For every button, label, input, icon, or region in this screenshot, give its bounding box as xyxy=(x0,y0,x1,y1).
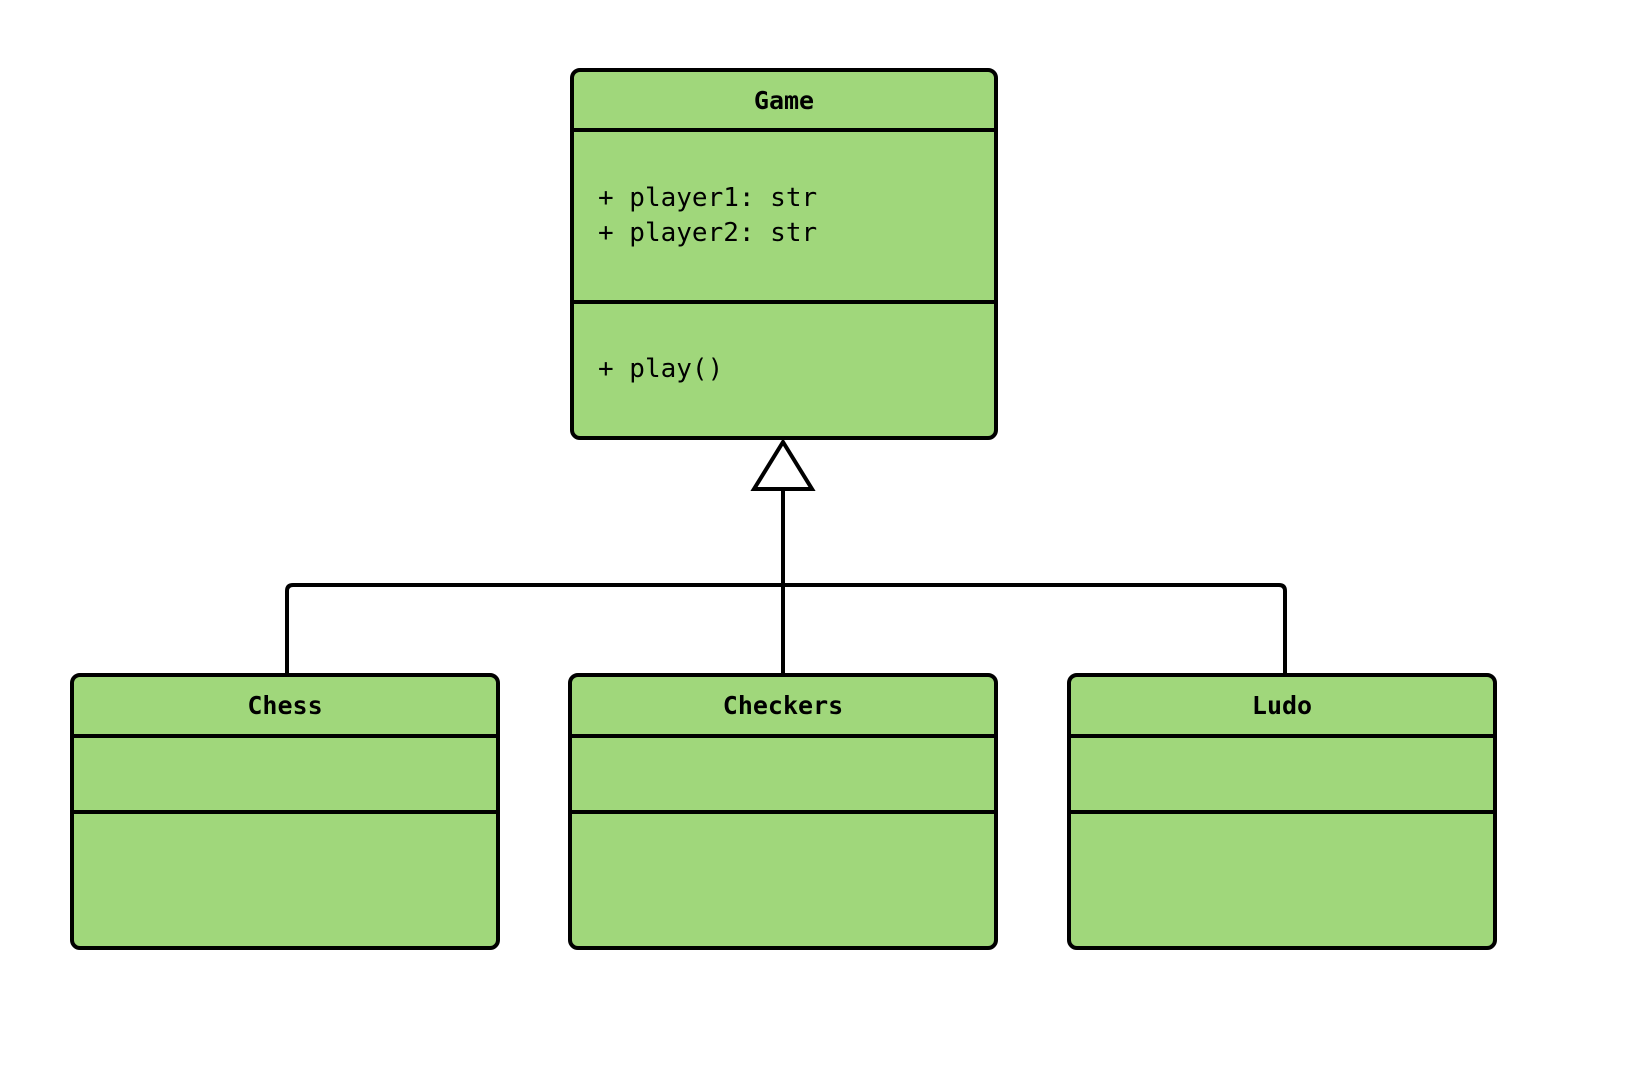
compartment-divider xyxy=(74,810,496,814)
compartment-divider xyxy=(574,128,994,132)
compartment-divider xyxy=(572,810,994,814)
methods-compartment-checkers xyxy=(572,814,994,946)
uml-class-chess[interactable]: Chess xyxy=(70,673,500,950)
compartment-divider xyxy=(1071,810,1493,814)
class-name-ludo: Ludo xyxy=(1251,691,1313,720)
uml-class-game[interactable]: Game + player1: str + player2: str + pla… xyxy=(570,68,998,440)
method-row: + play() xyxy=(598,354,724,385)
compartment-divider xyxy=(74,734,496,738)
attribute-row: + player2: str xyxy=(598,218,818,248)
attribute-row: + player1: str xyxy=(598,182,818,213)
methods-compartment-ludo xyxy=(1071,814,1493,946)
connector-bus xyxy=(285,583,1287,673)
methods-compartment-chess xyxy=(74,814,496,946)
class-name-game: Game xyxy=(753,85,815,115)
compartment-divider xyxy=(572,734,994,738)
attributes-compartment-checkers xyxy=(572,738,994,810)
attributes-compartment-ludo xyxy=(1071,738,1493,810)
compartment-divider xyxy=(574,300,994,304)
inheritance-triangle-icon xyxy=(750,438,816,491)
attributes-compartment-game: + player1: str + player2: str xyxy=(574,132,994,300)
class-name-checkers: Checkers xyxy=(722,691,844,720)
class-name-chess: Chess xyxy=(247,691,323,720)
attributes-compartment-chess xyxy=(74,738,496,810)
uml-class-checkers[interactable]: Checkers xyxy=(568,673,998,950)
uml-class-ludo[interactable]: Ludo xyxy=(1067,673,1497,950)
methods-compartment-game: + play() xyxy=(574,304,994,436)
compartment-divider xyxy=(1071,734,1493,738)
